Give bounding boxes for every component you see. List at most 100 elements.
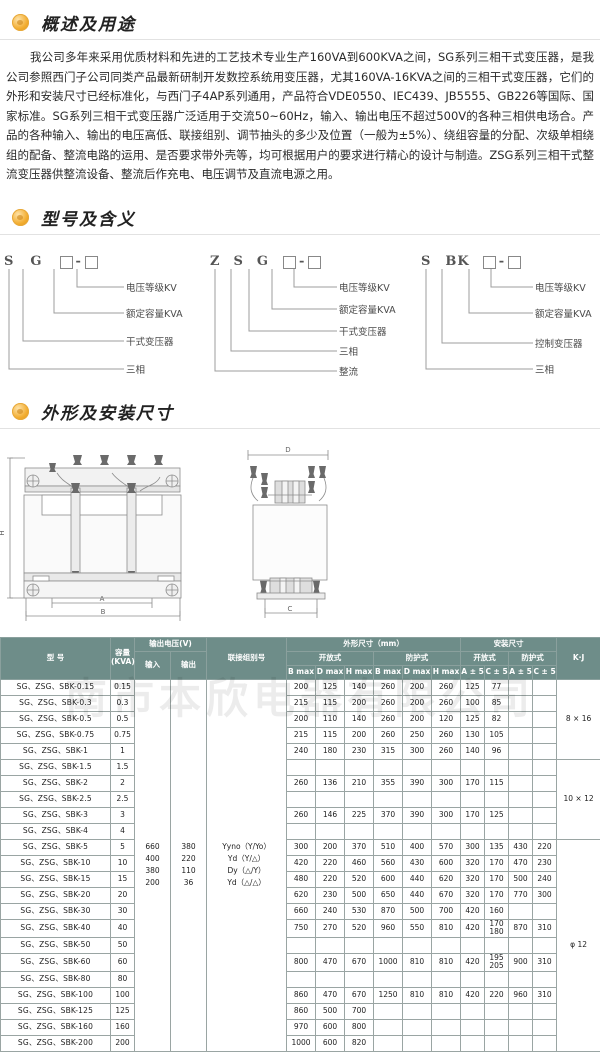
cell-dim-oh: 210 <box>345 775 374 791</box>
cell-dim-ia <box>509 823 533 839</box>
cell-dim-pa: 140 <box>461 743 485 759</box>
model-code-zsg: Z S G - <box>210 251 400 269</box>
cell-dim-pa <box>461 823 485 839</box>
section-title-model-meaning: 型号及含义 <box>41 205 136 230</box>
cell-dim-oh: 200 <box>345 727 374 743</box>
label-control-transformer: 控制变压器 <box>535 336 583 350</box>
th-b-max-protect: B max <box>374 665 403 679</box>
cell-dim-pc <box>485 1004 509 1020</box>
cell-dim-pa <box>461 972 485 988</box>
cell-dim-od: 600 <box>316 1020 345 1036</box>
cell-capacity: 0.5 <box>111 711 135 727</box>
cell-dim-pb: 370 <box>374 807 403 823</box>
overview-paragraph: 我公司多年来采用优质材料和先进的工艺技术专业生产160VA到600KVA之间，S… <box>0 42 600 195</box>
cell-dim-pc: 96 <box>485 743 509 759</box>
cell-model: SG、ZSG、SBK-2 <box>1 775 111 791</box>
cell-dim-pd: 430 <box>403 855 432 871</box>
cell-dim-od: 230 <box>316 887 345 903</box>
technical-drawings: H A B <box>0 431 600 637</box>
leader-lines-sbk: 电压等级KV 额定容量KVA 控制变压器 三相 <box>421 269 596 377</box>
cell-model: SG、ZSG、SBK-3 <box>1 807 111 823</box>
cell-dim-pb <box>374 823 403 839</box>
cell-model: SG、ZSG、SBK-0.15 <box>1 679 111 695</box>
code-placeholder-box <box>308 256 321 269</box>
cell-dim-pc: 170 <box>485 887 509 903</box>
cell-dim-pb: 600 <box>374 871 403 887</box>
cell-dim-pd: 440 <box>403 887 432 903</box>
code-placeholder-box <box>60 256 73 269</box>
cell-dim-ph: 700 <box>432 903 461 919</box>
cell-dim-pc <box>485 972 509 988</box>
cell-dim-ic <box>533 1020 557 1036</box>
th-d-max-open: D max <box>316 665 345 679</box>
cell-capacity: 5 <box>111 839 135 855</box>
label-voltage-level: 电压等级KV <box>339 280 390 294</box>
cell-capacity: 0.3 <box>111 695 135 711</box>
cell-dim-pd: 200 <box>403 695 432 711</box>
cell-dim-od: 146 <box>316 807 345 823</box>
cell-capacity: 2.5 <box>111 791 135 807</box>
label-rectifier: 整流 <box>339 364 358 378</box>
cell-dim-pa <box>461 937 485 953</box>
cell-capacity: 60 <box>111 953 135 971</box>
cell-capacity: 15 <box>111 871 135 887</box>
cell-dim-od: 125 <box>316 679 345 695</box>
cell-dim-pa: 420 <box>461 919 485 937</box>
cell-dim-od <box>316 937 345 953</box>
cell-dim-pd <box>403 823 432 839</box>
cell-dim-ph: 600 <box>432 855 461 871</box>
cell-dim-od: 180 <box>316 743 345 759</box>
nomenclature-diagram-zsg: Z S G - <box>210 251 400 377</box>
th-voltage-in: 输入 <box>135 651 171 679</box>
cell-dim-pd: 300 <box>403 743 432 759</box>
cell-dim-ob: 200 <box>287 679 316 695</box>
cell-dim-pa <box>461 759 485 775</box>
cell-dim-pa <box>461 791 485 807</box>
cell-dim-ob: 750 <box>287 919 316 937</box>
cell-dim-ob <box>287 937 316 953</box>
cell-dim-pc <box>485 823 509 839</box>
cell-dim-pb: 960 <box>374 919 403 937</box>
cell-dim-ic: 310 <box>533 953 557 971</box>
cell-dim-pd: 500 <box>403 903 432 919</box>
cell-dim-od: 220 <box>316 871 345 887</box>
cell-dim-pd: 250 <box>403 727 432 743</box>
cell-dim-ph: 260 <box>432 679 461 695</box>
cell-kj: φ 12 <box>557 839 600 1052</box>
cell-dim-ph <box>432 1036 461 1052</box>
cell-dim-pb <box>374 1004 403 1020</box>
cell-capacity: 1 <box>111 743 135 759</box>
cell-dim-od <box>316 791 345 807</box>
cell-model: SG、ZSG、SBK-20 <box>1 887 111 903</box>
th-a-open: A ± 5 <box>461 665 485 679</box>
cell-dim-pd: 440 <box>403 871 432 887</box>
cell-dim-pd <box>403 937 432 953</box>
cell-model: SG、ZSG、SBK-4 <box>1 823 111 839</box>
cell-dim-oh: 460 <box>345 855 374 871</box>
cell-dim-ic: 230 <box>533 855 557 871</box>
cell-model: SG、ZSG、SBK-200 <box>1 1036 111 1052</box>
cell-dim-ic <box>533 1036 557 1052</box>
cell-dim-pb: 260 <box>374 711 403 727</box>
th-capacity-line2: (KVA) <box>111 658 134 667</box>
cell-dim-ic <box>533 972 557 988</box>
th-connection-group: 联接组别号 <box>207 637 287 679</box>
nomenclature-diagrams: S G - 电压等级KV 额定容量KVA <box>0 237 600 389</box>
cell-dim-pd: 390 <box>403 807 432 823</box>
cell-model: SG、ZSG、SBK-60 <box>1 953 111 971</box>
cell-dim-pd <box>403 972 432 988</box>
cell-capacity: 200 <box>111 1036 135 1052</box>
cell-dim-pd: 550 <box>403 919 432 937</box>
cell-dim-ic <box>533 759 557 775</box>
cell-dim-od <box>316 759 345 775</box>
cell-dim-pc: 77 <box>485 679 509 695</box>
cell-capacity: 50 <box>111 937 135 953</box>
